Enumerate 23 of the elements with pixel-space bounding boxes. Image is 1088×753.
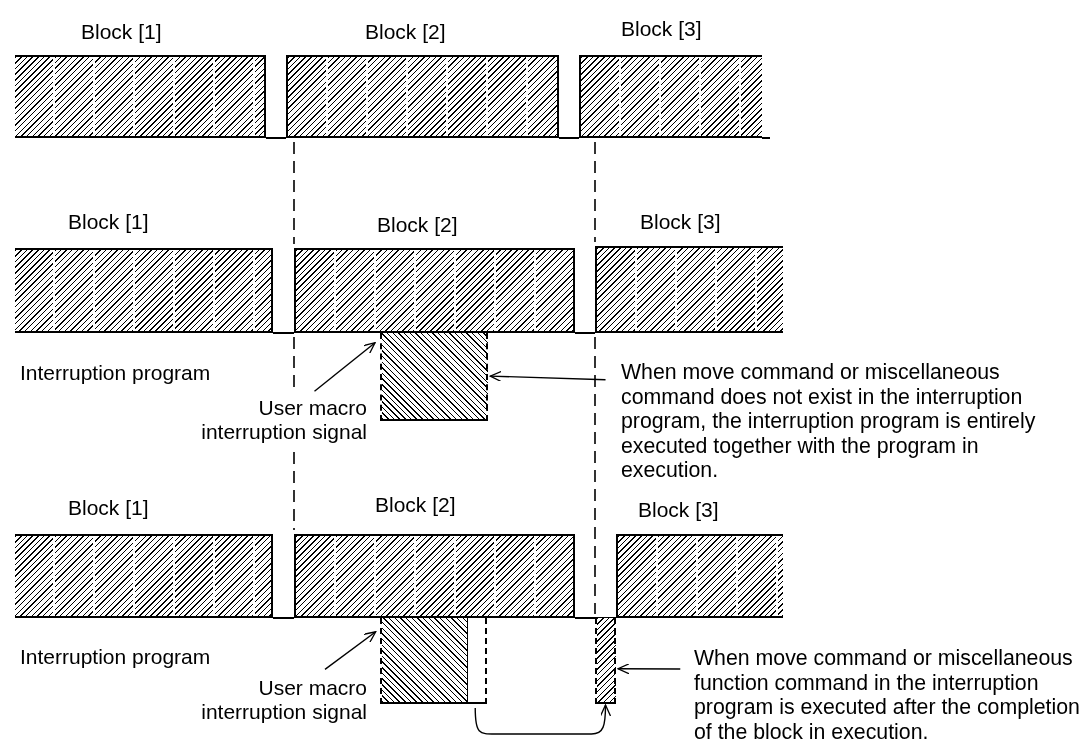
annotation-text: Interruption program <box>20 645 211 668</box>
arrow <box>313 342 376 392</box>
curved-arrow <box>474 704 612 735</box>
arrow <box>489 370 607 383</box>
block-label: Block [2] <box>365 21 445 43</box>
block-label: Block [2] <box>375 494 455 516</box>
interruption-block <box>380 333 488 421</box>
annotation-text: When move command or miscellaneous function command in the interruption program is executed after the completion of the block in execution. <box>694 646 1081 744</box>
block-label: Block [1] <box>81 21 161 43</box>
block-label: Block [3] <box>638 499 718 521</box>
annotation-text: User macro interruption signal <box>200 676 367 723</box>
annotation-text: User macro interruption signal <box>200 396 367 443</box>
block-label: Block [2] <box>377 214 457 236</box>
interruption-block <box>380 618 487 704</box>
annotation-text: Interruption program <box>20 361 211 384</box>
arrow <box>324 631 377 671</box>
block-label: Block [1] <box>68 497 148 519</box>
annotation-text: When move command or miscellaneous command does not exist in the interruption program, the interruption program is entirely executed together with the program in execution. <box>621 360 1037 483</box>
block-label: Block [1] <box>68 211 148 233</box>
block-label: Block [3] <box>640 211 720 233</box>
interruption-block <box>595 618 616 704</box>
arrow <box>617 663 681 675</box>
block-label: Block [3] <box>621 18 701 40</box>
